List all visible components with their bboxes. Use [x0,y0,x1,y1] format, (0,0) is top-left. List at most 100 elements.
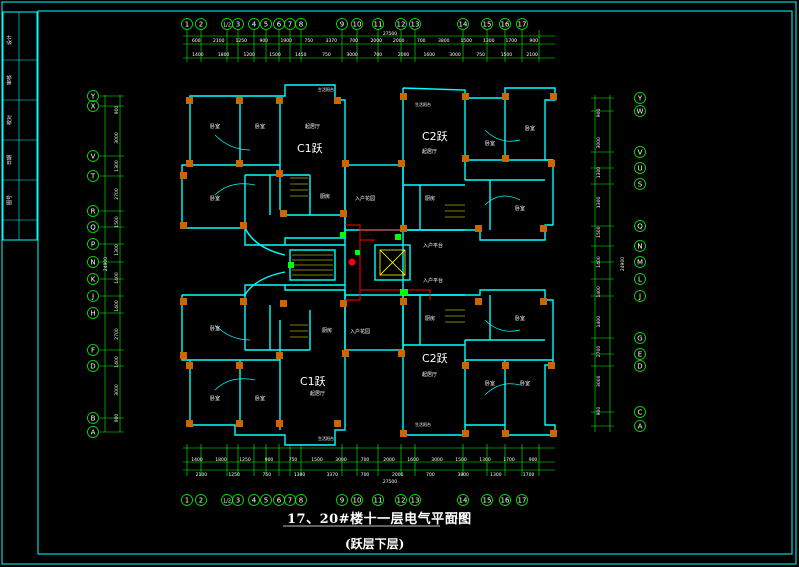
axis-left-H: H [87,307,99,319]
dim-left-9: 1400 [114,356,120,368]
dim-right-2: 1300 [596,167,602,179]
title-block [2,11,38,241]
column-44 [342,160,349,167]
dim-right-1: 3000 [596,137,602,149]
column-30 [548,160,555,167]
dim-bot2-9: 1300 [490,472,502,478]
column-21 [240,298,247,305]
column-32 [475,225,482,232]
column-1 [236,97,243,104]
axis-top-1/2: 1/2 [221,18,233,30]
room-living-se: 起居厅 [422,372,437,378]
dim-top1-12: 1500 [461,38,473,44]
column-22 [280,300,287,307]
dim-left-8: 2700 [114,328,120,340]
room-hall-1: 入户花园 [355,195,375,202]
dim-bot1-9: 1600 [407,457,419,463]
axis-right-G: G [634,332,646,344]
svg-text:F: F [91,347,95,355]
room-bedroom-6: 卧室 [255,395,265,402]
dim-top1-6: 3370 [326,38,338,44]
svg-text:8: 8 [299,497,303,505]
dimension-lines [100,30,614,476]
svg-text:Q: Q [637,223,643,231]
room-bedroom-3: 卧室 [210,195,220,202]
svg-text:11: 11 [374,21,383,29]
dim-bot1-7: 700 [361,457,370,463]
dim-bot1-3: 900 [265,457,274,463]
svg-text:13: 13 [411,497,420,505]
svg-text:1: 1 [185,21,189,29]
axis-left-K: K [87,273,99,285]
title-block-label-3: 日期 [7,155,13,165]
svg-text:16: 16 [501,21,510,29]
svg-text:U: U [637,165,642,173]
column-0 [186,97,193,104]
dim-top1-4: 1900 [281,38,293,44]
axis-top-1: 1 [181,18,193,30]
dim-bot2-2: 750 [263,472,272,478]
axis-bottom-8: 8 [295,494,307,506]
dim-right-5: 1400 [596,256,602,268]
dim-bot1-8: 2000 [383,457,395,463]
svg-text:5: 5 [264,21,268,29]
axis-bottom-7: 7 [284,494,296,506]
svg-text:L: L [638,276,642,284]
column-5 [236,160,243,167]
axis-bottom-12: 12 [395,494,407,506]
axis-bottom-11: 11 [372,494,384,506]
axis-bottom-17: 17 [516,494,528,506]
dim-top1-5: 750 [304,38,313,44]
svg-text:12: 12 [397,497,406,505]
axis-top-13: 13 [409,18,421,30]
axis-bottom-16: 16 [499,494,511,506]
dim-left-11: 900 [114,414,120,423]
svg-text:3: 3 [236,21,240,29]
axis-top-11: 11 [372,18,384,30]
dim-top2-0: 1400 [192,52,204,58]
axis-right-C: C [634,406,646,418]
axis-right-N: N [634,240,646,252]
column-29 [502,155,509,162]
column-10 [280,210,287,217]
room-kitchen-nw: 厨房 [320,193,330,200]
svg-text:T: T [90,173,96,181]
svg-text:N: N [90,259,95,267]
dim-top2-5: 750 [322,52,331,58]
room-bedroom-4: 卧室 [210,325,220,332]
axis-right-M: M [634,256,646,268]
dim-bot1-13: 1700 [503,457,515,463]
dim-left-5: 1300 [114,244,120,256]
dim-right-total: 24900 [620,257,626,271]
axis-right-U: U [634,162,646,174]
dim-bottom-total: 27500 [383,479,397,485]
column-18 [276,352,283,359]
svg-text:S: S [638,181,643,189]
column-37 [550,430,557,437]
structural-columns [180,93,557,437]
column-16 [186,362,193,369]
svg-text:A: A [638,423,643,431]
axis-left-A: A [87,426,99,438]
svg-text:Y: Y [90,93,96,101]
inner-frame [37,10,793,555]
svg-text:6: 6 [277,497,282,505]
svg-text:13: 13 [411,21,420,29]
dim-right-9: 3000 [596,375,602,387]
axis-right-W: W [634,105,646,117]
axis-bottom-15: 15 [481,494,493,506]
svg-text:5: 5 [264,497,268,505]
axis-right-V: V [634,146,646,158]
dim-top1-1: 2100 [213,38,225,44]
column-41 [400,298,407,305]
axis-top-17: 17 [516,18,528,30]
svg-text:K: K [91,276,96,284]
axis-left-D: D [87,360,99,372]
room-hall-2: 入户花园 [350,328,370,335]
column-42 [475,298,482,305]
column-17 [236,362,243,369]
